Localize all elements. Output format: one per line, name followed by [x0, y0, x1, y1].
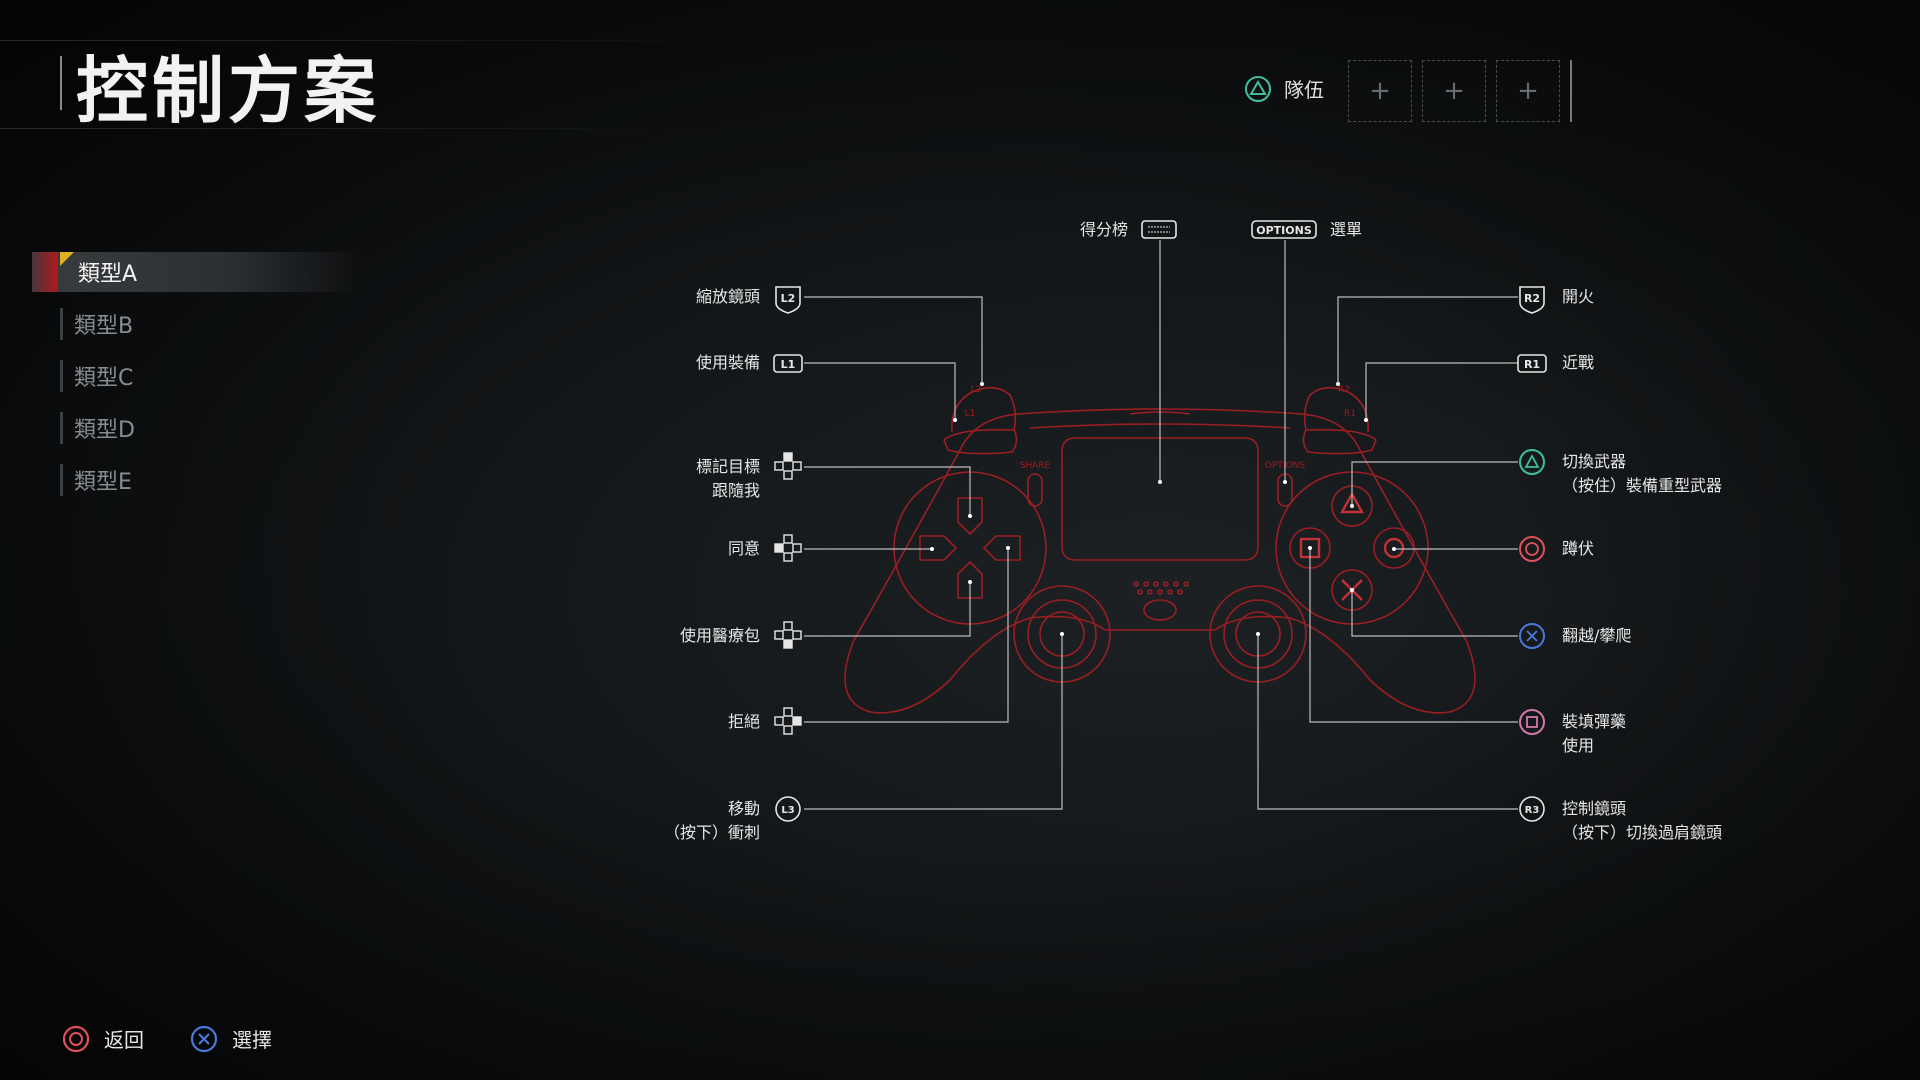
- dpad-right-icon: [774, 707, 802, 735]
- r2-badge-text: R2: [1524, 292, 1540, 305]
- label-l3-sprint: （按下）衝刺: [663, 823, 760, 842]
- dpad-left-icon: [774, 534, 802, 562]
- r3-badge-text: R3: [1525, 805, 1540, 816]
- label-circle-crouch: 蹲伏: [1562, 539, 1595, 558]
- sidebar-item-bar: [60, 308, 63, 340]
- pad-label-r1: R1: [1344, 409, 1356, 419]
- label-r3-camera: 控制鏡頭: [1562, 799, 1627, 818]
- title-underline: [0, 128, 700, 129]
- label-l3-move: 移動: [727, 799, 760, 818]
- controller-outline: [844, 386, 1476, 714]
- label-l1-equipment: 使用裝備: [695, 353, 760, 372]
- r3-badge-icon: R3: [1519, 796, 1545, 822]
- label-scoreboard: 得分榜: [1079, 220, 1128, 239]
- label-cross-vault: 翻越/攀爬: [1562, 626, 1632, 645]
- header-divider: [0, 40, 760, 41]
- l3-badge-text: L3: [781, 805, 794, 816]
- label-r1-melee: 近戰: [1562, 353, 1595, 372]
- sidebar-item-type-c[interactable]: 類型C: [60, 356, 360, 396]
- active-yellow-marker: [60, 252, 74, 266]
- label-menu: 選單: [1330, 220, 1363, 239]
- label-r2-fire: 開火: [1562, 287, 1595, 306]
- squad-slot-3[interactable]: +: [1496, 60, 1560, 122]
- squad-slots: + + +: [1348, 60, 1560, 122]
- label-square-use: 使用: [1562, 736, 1595, 755]
- sidebar-item-label: 類型D: [74, 418, 135, 443]
- cross-button-icon: [190, 1025, 218, 1052]
- pad-label-l2: L2: [971, 385, 982, 395]
- sidebar-item-label: 類型E: [74, 470, 132, 495]
- r1-badge-text: R1: [1524, 358, 1540, 371]
- speaker-dots: [1133, 581, 1189, 595]
- options-badge-icon: OPTIONS: [1251, 220, 1317, 239]
- square-button-icon: [1519, 709, 1545, 735]
- back-label: 返回: [104, 1028, 144, 1052]
- label-l2-zoom: 縮放鏡頭: [695, 287, 760, 306]
- sidebar-item-type-a[interactable]: 類型A: [32, 252, 362, 292]
- title-accent-bar: [60, 56, 62, 110]
- r1-badge-icon: R1: [1517, 354, 1547, 373]
- face-symbols: [1299, 491, 1405, 601]
- active-red-marker: [32, 252, 58, 292]
- pad-label-l1: L1: [965, 409, 976, 419]
- label-dpad-up-line1: 標記目標: [695, 457, 760, 476]
- squad-slot-2[interactable]: +: [1422, 60, 1486, 122]
- back-button[interactable]: 返回: [62, 1024, 144, 1053]
- pad-label-share: SHARE: [1020, 461, 1051, 471]
- label-dpad-down-medkit: 使用醫療包: [679, 626, 760, 645]
- sidebar-item-bar: [60, 360, 63, 392]
- squad-divider: [1570, 60, 1572, 122]
- l1-badge-icon: L1: [773, 354, 803, 373]
- touchpad-icon: [1141, 220, 1177, 239]
- l2-badge-icon: L2: [775, 286, 801, 314]
- circle-button-icon: [1519, 536, 1545, 562]
- sidebar-item-bar: [60, 412, 63, 444]
- label-r3-shoulder: （按下）切換過肩鏡頭: [1562, 823, 1723, 842]
- pad-label-r2: R2: [1338, 385, 1350, 395]
- label-dpad-up-line2: 跟隨我: [711, 481, 760, 500]
- squad-label: 隊伍: [1284, 78, 1324, 102]
- squad-slot-1[interactable]: +: [1348, 60, 1412, 122]
- sidebar-item-label: 類型C: [74, 366, 134, 391]
- l1-badge-text: L1: [781, 358, 796, 371]
- label-dpad-left-agree: 同意: [727, 539, 760, 558]
- sidebar-item-bar: [60, 464, 63, 496]
- leader-dots: [930, 382, 1396, 636]
- circle-button-icon: [62, 1025, 90, 1052]
- label-dpad-right-refuse: 拒絕: [727, 712, 760, 731]
- dpad-down-icon: [774, 621, 802, 649]
- page-title: 控制方案: [76, 49, 381, 133]
- l3-badge-icon: L3: [775, 796, 801, 822]
- sidebar-item-type-b[interactable]: 類型B: [60, 304, 360, 344]
- sidebar-item-label: 類型B: [74, 314, 134, 339]
- select-button[interactable]: 選擇: [190, 1024, 272, 1053]
- triangle-button-icon: [1519, 449, 1545, 475]
- label-triangle-heavy: （按住）裝備重型武器: [1562, 476, 1723, 495]
- r2-badge-icon: R2: [1519, 286, 1545, 314]
- cross-button-icon: [1519, 623, 1545, 649]
- leader-lines: [804, 240, 1518, 810]
- triangle-button-icon: [1245, 75, 1271, 102]
- dpad-up-icon: [774, 452, 802, 480]
- squad-indicator: 隊伍: [1244, 74, 1324, 103]
- l2-badge-text: L2: [781, 292, 796, 305]
- select-label: 選擇: [232, 1028, 272, 1052]
- options-badge-text: OPTIONS: [1256, 224, 1312, 237]
- label-triangle-switch: 切換武器: [1562, 452, 1627, 471]
- sidebar-item-type-e[interactable]: 類型E: [60, 460, 360, 500]
- label-square-reload: 裝填彈藥: [1562, 712, 1627, 731]
- sidebar-item-label: 類型A: [78, 262, 138, 287]
- sidebar-item-type-d[interactable]: 類型D: [60, 408, 360, 448]
